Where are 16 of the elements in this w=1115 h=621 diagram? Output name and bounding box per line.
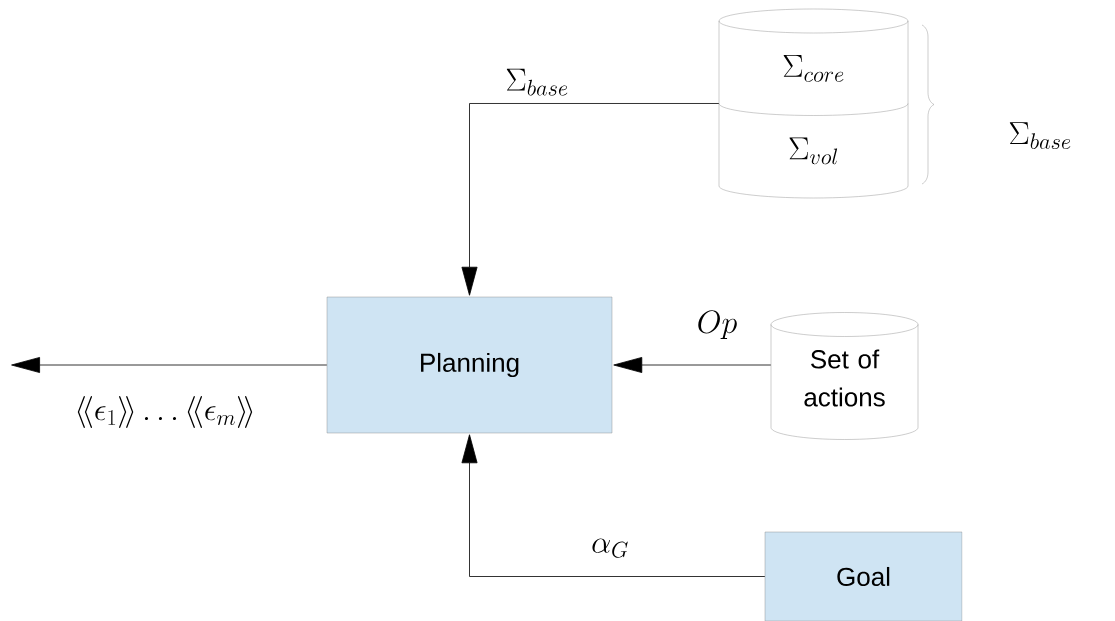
edge-label: $\alpha_G$: [590, 537, 630, 559]
brace-label: $\Sigma_{base}$: [1009, 122, 1071, 150]
node-label: Set of actions: [804, 349, 885, 407]
arrow: [461, 434, 766, 577]
node-label: $\Sigma_{vol}$: [789, 137, 838, 165]
arrow: [461, 103, 720, 296]
arrow: [11, 357, 328, 373]
node-label: $\Sigma_{core}$: [783, 54, 844, 82]
process-box: Goal: [764, 531, 963, 621]
database-cylinder: Set of actions: [770, 312, 919, 440]
edge-label: $\langle\!\langle\epsilon_1\rangle\!\rangle\ldots\langle\!\langle\epsilon_m\rangle\!\rangle$: [73, 395, 257, 429]
edge-label: $Op$: [695, 309, 739, 341]
process-box: Planning: [326, 296, 613, 434]
arrow: [613, 357, 772, 373]
edge-label: $\Sigma_{base}$: [504, 67, 570, 97]
database-cylinder: $\Sigma_{core}$ $\Sigma_{vol}$: [718, 8, 909, 199]
